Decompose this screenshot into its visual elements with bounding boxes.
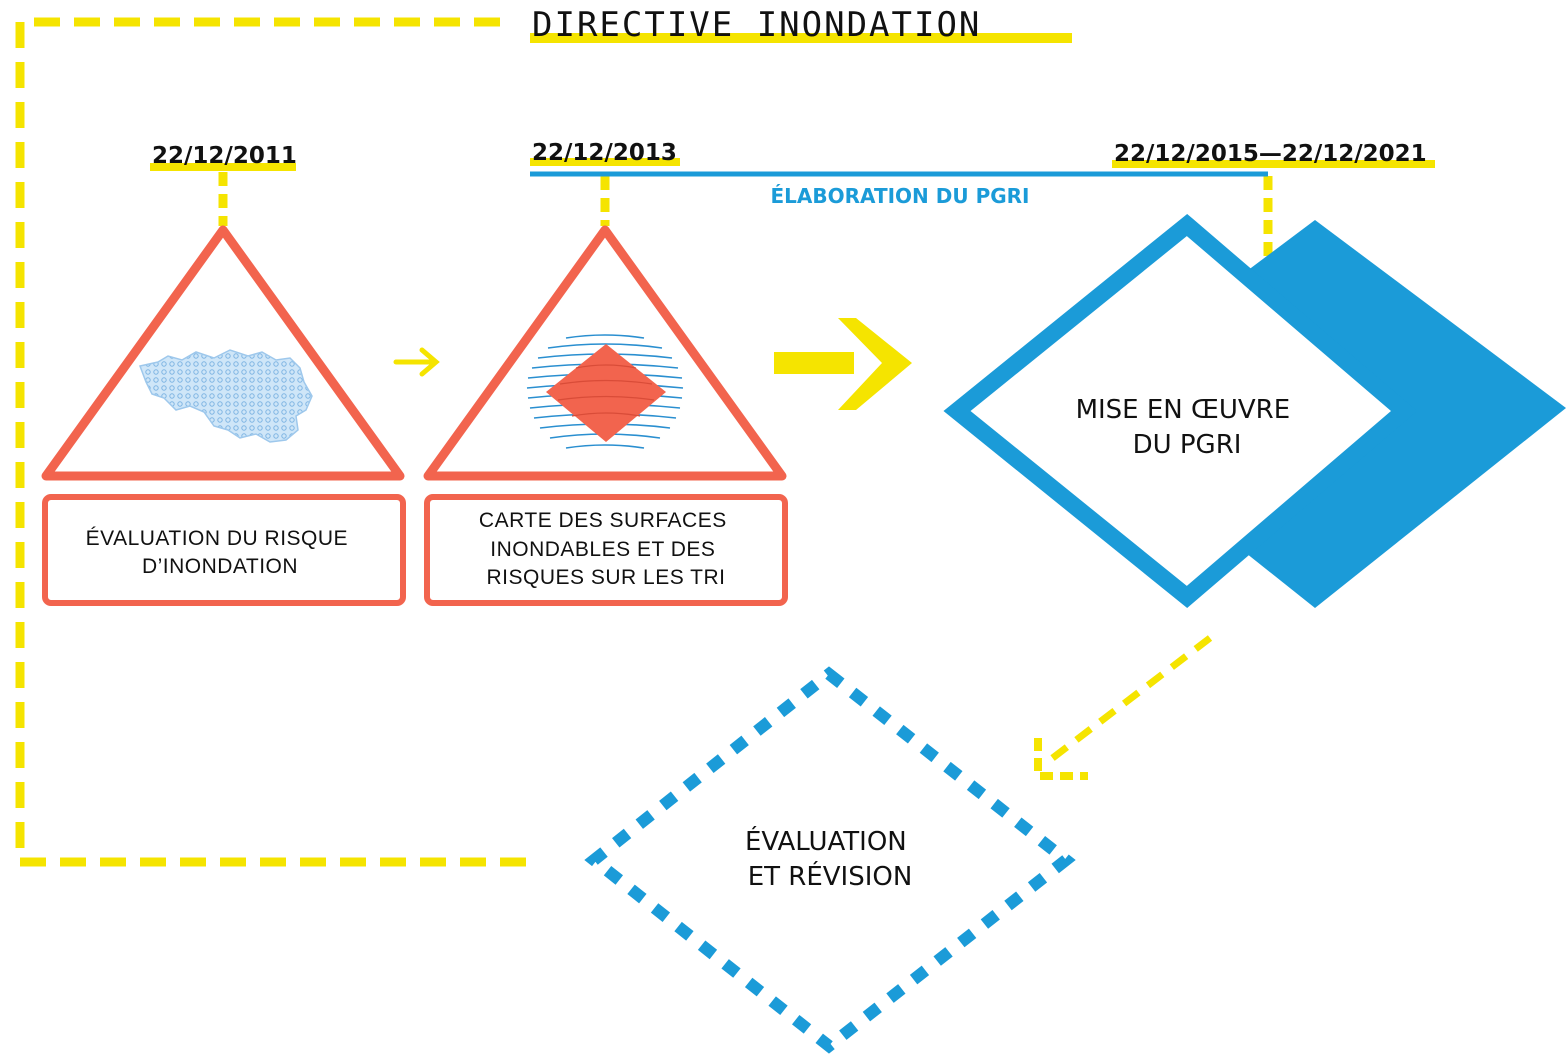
date-2011: 22/12/2011	[152, 143, 297, 169]
date-2013: 22/12/2013	[532, 140, 677, 166]
step2-line-3: RISQUES SUR LES TRI	[486, 566, 725, 589]
step1-label: ÉVALUATION DU RISQUE D’INONDATION	[86, 527, 355, 578]
review-connector	[1047, 635, 1213, 763]
date-range-underline	[1112, 160, 1435, 168]
diagram-title: DIRECTIVE INONDATION	[532, 5, 981, 45]
date-range: 22/12/2015—22/12/2021	[1114, 141, 1427, 167]
feedback-loop-frame	[15, 17, 540, 867]
step3-label: MISE EN ŒUVRE DU PGRI	[1076, 395, 1299, 460]
flood-risk-diamond-icon	[546, 344, 666, 442]
elaboration-label: ÉLABORATION DU PGRI	[771, 184, 1030, 208]
step4-label: ÉVALUATION ET RÉVISION	[745, 825, 915, 892]
big-arrow-icon	[774, 318, 912, 410]
step4-line-1: ÉVALUATION	[745, 825, 907, 857]
flood-surface-overlay-lines	[557, 364, 655, 417]
small-arrow-icon	[393, 347, 440, 377]
step1-box	[42, 494, 406, 606]
flood-territory-map-icon	[138, 349, 313, 443]
step3-line-1: MISE EN ŒUVRE	[1076, 395, 1291, 425]
review-arrowhead-icon	[1034, 738, 1088, 780]
step1-line-1: ÉVALUATION DU RISQUE	[86, 527, 348, 550]
date-2011-underline	[150, 163, 296, 171]
step3-line-2: DU PGRI	[1133, 430, 1242, 460]
step4-line-2: ET RÉVISION	[748, 860, 913, 892]
implementation-diamond	[943, 213, 1418, 609]
step2-label: CARTE DES SURFACES INONDABLES ET DES RIS…	[479, 509, 733, 589]
title-underline	[530, 33, 1072, 43]
date-2013-underline	[530, 158, 680, 166]
step2-line-2: INONDABLES ET DES	[490, 538, 715, 561]
step2-box	[424, 494, 788, 606]
step2-line-1: CARTE DES SURFACES	[479, 509, 727, 532]
evaluation-diamond	[584, 666, 1076, 1054]
step1-line-2: D’INONDATION	[142, 555, 298, 578]
